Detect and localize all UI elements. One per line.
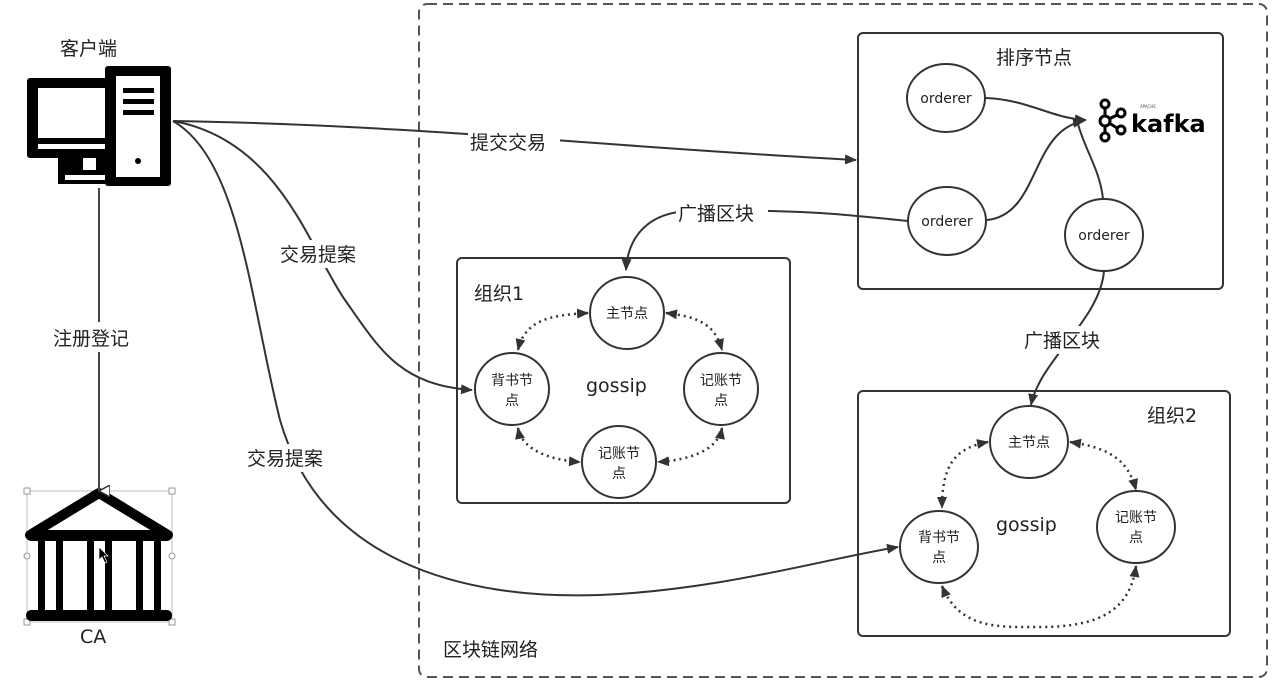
svg-text:背书节: 背书节 — [918, 530, 960, 546]
edge-broadcast-org1 — [621, 210, 909, 271]
org2-committer-node[interactable]: 记账节 点 — [1096, 490, 1176, 564]
org1-gossip-endorser-bottom — [515, 427, 581, 467]
svg-text:点: 点 — [1129, 530, 1143, 546]
kafka-logo-text: kafka — [1131, 110, 1206, 138]
orderer-node-3[interactable]: orderer — [1064, 198, 1144, 272]
edge-orderer3-kafka — [1077, 123, 1104, 200]
bank-building-icon[interactable] — [25, 488, 173, 621]
svg-text:orderer: orderer — [921, 214, 973, 230]
org1-title: 组织1 — [474, 283, 524, 305]
svg-text:主节点: 主节点 — [606, 306, 648, 322]
svg-text:点: 点 — [932, 550, 946, 566]
edge-orderer2-kafka — [986, 117, 1085, 221]
edge-proposal-org2 — [172, 120, 899, 597]
edge-register-label: 注册登记 — [53, 328, 129, 350]
client-label: 客户端 — [60, 38, 117, 60]
svg-text:记账节: 记账节 — [700, 373, 742, 389]
orderer-node-1[interactable]: orderer — [906, 63, 986, 133]
blockchain-network-boundary — [418, 3, 1268, 678]
edge-submit-transaction-label: 提交交易 — [470, 132, 546, 154]
svg-text:点: 点 — [612, 466, 626, 482]
org1-gossip-edges — [515, 308, 725, 467]
org1-committer-bottom-node[interactable]: 记账节 点 — [581, 425, 657, 499]
org2-gossip-leader-committer — [1069, 438, 1138, 491]
org1-gossip-label: gossip — [586, 375, 647, 397]
ca-label: CA — [80, 626, 106, 648]
svg-text:orderer: orderer — [1078, 228, 1130, 244]
svg-text:点: 点 — [714, 393, 728, 409]
edge-proposal-org1-label: 交易提案 — [280, 244, 356, 266]
org1-leader-node[interactable]: 主节点 — [589, 276, 665, 350]
edge-proposal-org2-label: 交易提案 — [247, 448, 323, 470]
org2-gossip-endorser-committer — [940, 565, 1140, 629]
network-label: 区块链网络 — [443, 639, 538, 661]
svg-text:记账节: 记账节 — [1115, 510, 1157, 526]
edge-proposal-org1 — [172, 120, 473, 395]
org2-endorser-node[interactable]: 背书节 点 — [899, 510, 979, 584]
mouse-cursor-icon — [98, 546, 109, 564]
org1-gossip-committer-bottom — [657, 427, 725, 467]
org2-gossip-leader-endorser — [937, 439, 989, 509]
desktop-computer-icon[interactable] — [27, 66, 171, 186]
org1-endorser-node[interactable]: 背书节 点 — [474, 352, 550, 426]
svg-text:记账节: 记账节 — [598, 446, 640, 462]
svg-text:主节点: 主节点 — [1008, 435, 1050, 451]
org2-title: 组织2 — [1147, 405, 1197, 427]
svg-text:点: 点 — [505, 393, 519, 409]
svg-text:背书节: 背书节 — [491, 373, 533, 389]
kafka-logo-icon: kafka APACHE — [1098, 98, 1206, 143]
orderer-node-2[interactable]: orderer — [907, 186, 987, 256]
kafka-apache-text: APACHE — [1140, 104, 1156, 109]
orderer-group-title: 排序节点 — [996, 47, 1072, 69]
edge-broadcast-org2-label: 广播区块 — [1024, 330, 1100, 352]
org1-committer-right-node[interactable]: 记账节 点 — [683, 352, 759, 426]
org2-gossip-label: gossip — [996, 514, 1057, 536]
org2-leader-node[interactable]: 主节点 — [989, 405, 1069, 479]
edge-broadcast-org1-label: 广播区块 — [678, 203, 754, 225]
svg-text:orderer: orderer — [920, 91, 972, 107]
org2-gossip-edges — [937, 438, 1140, 629]
